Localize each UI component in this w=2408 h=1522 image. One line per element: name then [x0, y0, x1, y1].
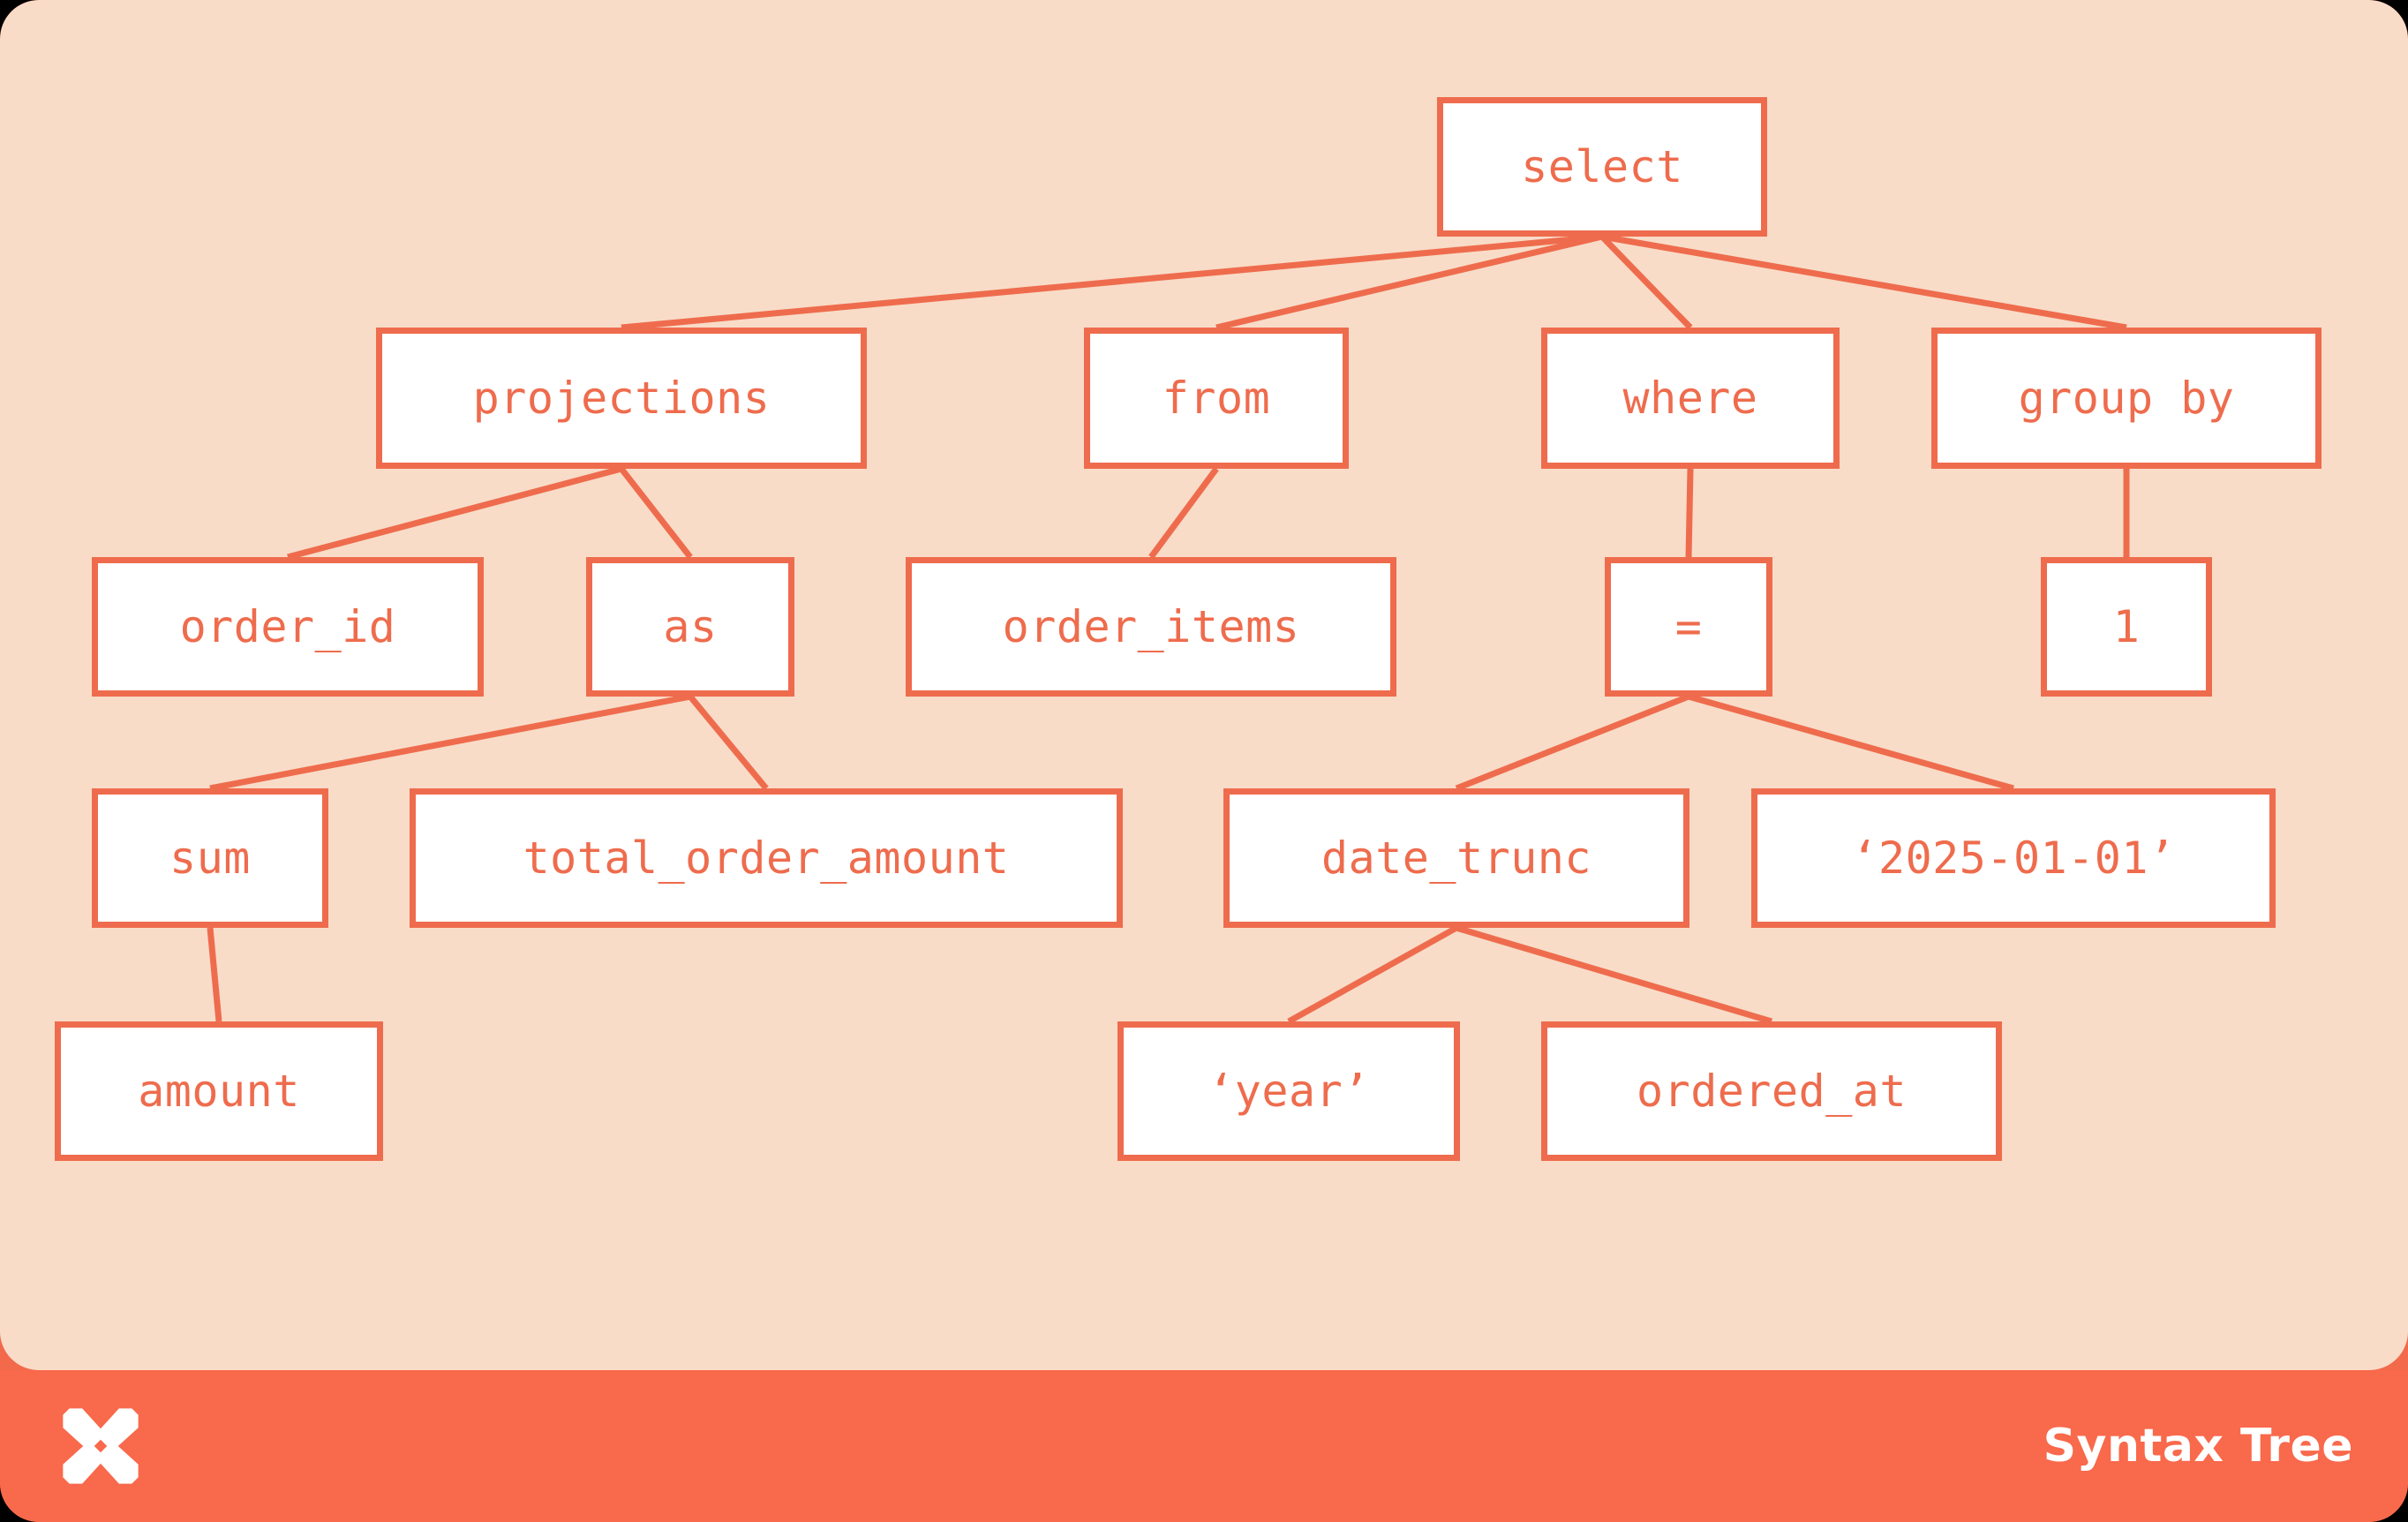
tree-node-order_items[interactable]: order_items: [906, 557, 1396, 697]
tree-edge-eq-to-date_literal: [1688, 693, 2014, 792]
tree-node-select[interactable]: select: [1437, 97, 1767, 237]
tree-edge-from-to-order_items: [1148, 466, 1219, 560]
tree-edge-select-to-group_by: [1601, 233, 2127, 331]
tree-edge-projections-to-as: [619, 466, 693, 560]
tree-node-date_trunc[interactable]: date_trunc: [1223, 788, 1689, 928]
footer-title: Syntax Tree: [2043, 1420, 2353, 1473]
tree-edge-sum-to-amount: [207, 927, 222, 1022]
tree-node-order_id[interactable]: order_id: [92, 557, 484, 697]
tree-node-date_literal[interactable]: ‘2025-01-01’: [1751, 788, 2276, 928]
tree-node-one[interactable]: 1: [2041, 557, 2212, 697]
tree-node-eq[interactable]: =: [1605, 557, 1772, 697]
tree-node-ordered_at[interactable]: ordered_at: [1541, 1021, 2002, 1161]
tree-node-sum[interactable]: sum: [92, 788, 328, 928]
tree-edges: [207, 233, 2130, 1025]
tree-edge-select-to-from: [1215, 233, 1603, 331]
tree-edge-select-to-where: [1599, 234, 1693, 330]
tree-canvas: select projections from where group by order_…: [0, 0, 2408, 1370]
tree-edge-select-to-projections: [621, 233, 1603, 331]
tree-edge-where-to-eq: [1685, 468, 1694, 558]
tree-node-where[interactable]: where: [1541, 328, 1840, 469]
tree-edge-date_trunc-to-year_literal: [1287, 924, 1458, 1025]
tree-edge-projections-to-order_id: [287, 465, 622, 561]
tree-edge-as-to-total_order_amount: [688, 694, 769, 791]
tree-node-amount[interactable]: amount: [55, 1021, 383, 1161]
tree-edge-eq-to-date_trunc: [1455, 693, 1690, 792]
tree-node-as[interactable]: as: [586, 557, 794, 697]
tree-node-year_literal[interactable]: ‘year’: [1117, 1021, 1460, 1161]
tree-node-from[interactable]: from: [1084, 328, 1349, 469]
tree-node-group_by[interactable]: group by: [1931, 328, 2321, 469]
tree-edge-date_trunc-to-ordered_at: [1456, 924, 1772, 1025]
pixelated-star-x-logo-icon: [63, 1408, 139, 1484]
card-footer: Syntax Tree: [0, 1370, 2408, 1522]
tree-node-total_order_amount[interactable]: total_order_amount: [410, 788, 1123, 928]
tree-node-projections[interactable]: projections: [376, 328, 867, 469]
tree-edge-as-to-sum: [209, 693, 691, 792]
